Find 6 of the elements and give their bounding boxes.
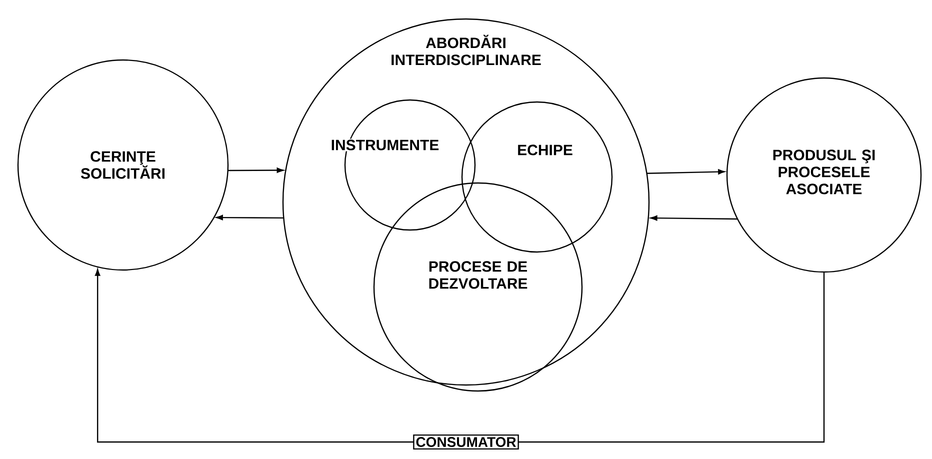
- arrow: [650, 215, 738, 221]
- arrow: [646, 169, 725, 174]
- label-box: CONSUMATOR: [413, 434, 519, 450]
- arrow: [95, 269, 414, 443]
- arrow: [216, 214, 284, 220]
- arrow: [228, 168, 284, 173]
